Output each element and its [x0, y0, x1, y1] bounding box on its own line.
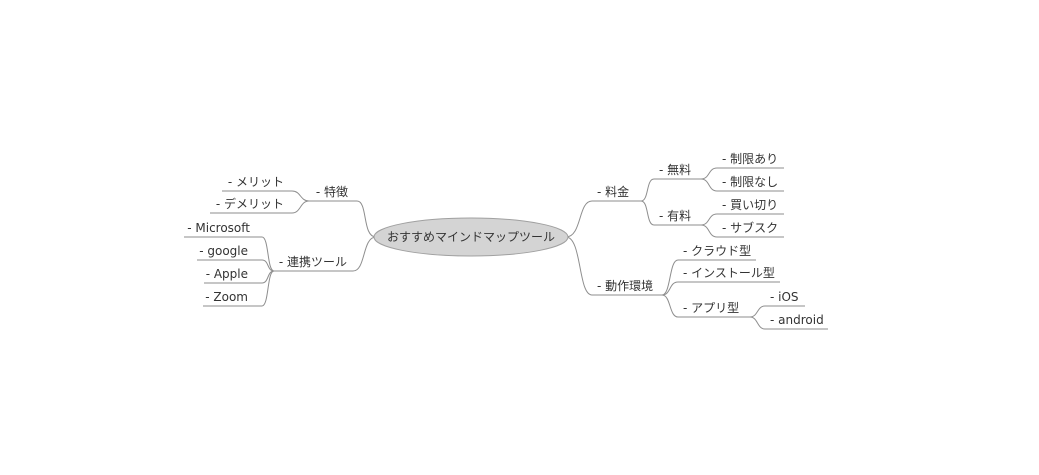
- node-paid-one-time-label: - 買い切り: [722, 198, 778, 212]
- connector-root-integrations: [352, 236, 377, 272]
- node-paid-subscription: - サブスク: [717, 220, 784, 238]
- node-paid-one-time: - 買い切り: [717, 198, 784, 215]
- node-free-unlimited-label: - 制限なし: [722, 175, 778, 189]
- connector-integrations-zoom: [261, 270, 275, 307]
- connector-pricing-free: [640, 178, 655, 202]
- left-branches: - 特徴 - メリット - デメリット - 連携ツール - Microsoft …: [184, 175, 357, 307]
- right-branches: - 料金 - 無料 - 制限あり - 制限なし - 有料 - 買い切り - サブ…: [592, 152, 828, 330]
- node-app-ios-label: - iOS: [770, 290, 799, 304]
- node-apple-label: - Apple: [206, 267, 248, 281]
- connector-environment-app: [661, 294, 679, 318]
- connector-app-ios: [749, 305, 766, 318]
- node-microsoft-label: - Microsoft: [187, 221, 250, 235]
- node-merits: - メリット: [222, 175, 292, 192]
- connector-free-unlimited: [700, 178, 718, 192]
- node-environment: - 動作環境: [592, 278, 662, 296]
- node-integrations: - 連携ツール: [274, 254, 353, 272]
- node-free-limited-label: - 制限あり: [722, 152, 778, 166]
- connector-paid-subscription: [700, 224, 718, 238]
- node-paid: - 有料: [654, 209, 701, 226]
- node-environment-label: - 動作環境: [597, 278, 653, 293]
- node-app-label: - アプリ型: [683, 301, 739, 315]
- node-free-unlimited: - 制限なし: [717, 175, 784, 192]
- node-app-ios: - iOS: [765, 290, 805, 307]
- connector-features-demerits: [291, 200, 310, 214]
- node-app: - アプリ型: [678, 301, 750, 318]
- connector-root-features: [356, 200, 377, 238]
- node-cloud: - クラウド型: [678, 244, 756, 261]
- connector-environment-cloud: [661, 259, 679, 296]
- node-zoom: - Zoom: [203, 290, 262, 307]
- connector-paid-one-time: [700, 213, 718, 226]
- node-install-label: - インストール型: [683, 266, 775, 280]
- connector-free-limited: [700, 167, 718, 180]
- node-merits-label: - メリット: [228, 175, 284, 189]
- connector-environment-install: [661, 281, 679, 296]
- connector-root-pricing: [565, 200, 593, 238]
- connector-integrations-google: [261, 259, 275, 272]
- node-features-label: - 特徴: [316, 184, 348, 199]
- node-cloud-label: - クラウド型: [683, 244, 751, 258]
- node-microsoft: - Microsoft: [184, 221, 262, 238]
- node-free-limited: - 制限あり: [717, 152, 784, 169]
- node-pricing-label: - 料金: [597, 184, 629, 199]
- node-demerits: - デメリット: [210, 196, 292, 214]
- connector-integrations-microsoft: [261, 236, 275, 272]
- node-paid-label: - 有料: [659, 209, 691, 223]
- node-paid-subscription-label: - サブスク: [722, 220, 778, 235]
- connector-features-merits: [291, 190, 310, 202]
- node-free-label: - 無料: [659, 162, 691, 177]
- node-app-android: - android: [765, 313, 828, 330]
- node-pricing: - 料金: [592, 184, 641, 202]
- node-google: - google: [197, 244, 262, 261]
- central-node-label: おすすめマインドマップツール: [387, 230, 555, 244]
- node-zoom-label: - Zoom: [205, 290, 248, 304]
- node-features: - 特徴: [309, 184, 357, 202]
- central-node: おすすめマインドマップツール: [373, 217, 569, 257]
- central-node-shape: [373, 217, 569, 257]
- connector-root-environment: [565, 236, 593, 296]
- node-integrations-label: - 連携ツール: [279, 254, 347, 269]
- connector-pricing-paid: [640, 200, 655, 226]
- node-google-label: - google: [199, 244, 248, 258]
- node-install: - インストール型: [678, 266, 780, 283]
- node-demerits-label: - デメリット: [216, 196, 284, 211]
- node-apple: - Apple: [204, 267, 262, 284]
- connector-app-android: [749, 316, 766, 330]
- node-app-android-label: - android: [770, 313, 824, 327]
- connectors: [261, 167, 766, 330]
- node-free: - 無料: [654, 162, 701, 180]
